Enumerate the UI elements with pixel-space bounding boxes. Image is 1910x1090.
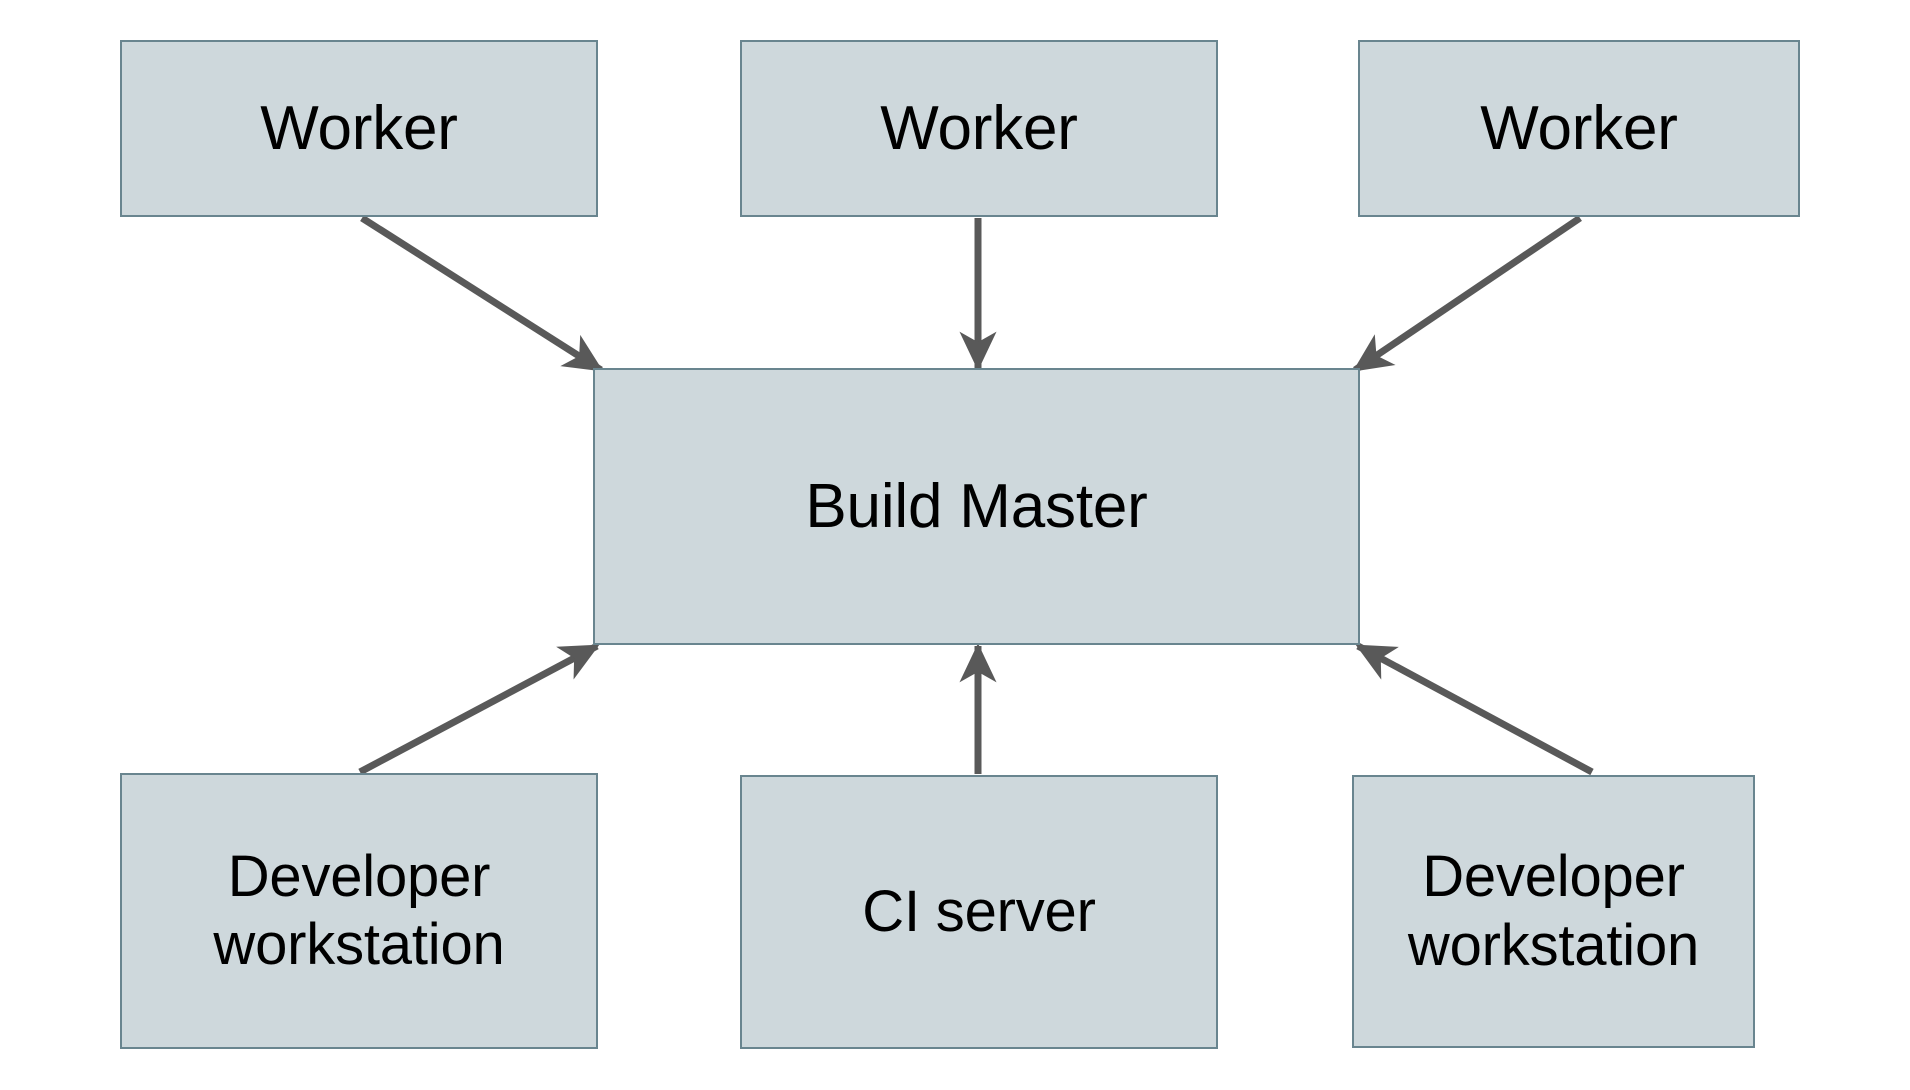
node-worker-center[interactable]: Worker: [740, 40, 1218, 217]
edge-dev-right-to-master: [1355, 642, 1594, 776]
node-label: Worker: [260, 93, 458, 163]
edge-dev-left-to-master: [358, 642, 600, 776]
edge-worker-left-to-master: [360, 215, 604, 373]
node-worker-right[interactable]: Worker: [1358, 40, 1800, 217]
node-developer-workstation-right[interactable]: Developer workstation: [1352, 775, 1755, 1048]
node-label: Worker: [880, 93, 1078, 163]
node-build-master[interactable]: Build Master: [593, 368, 1360, 645]
node-ci-server[interactable]: CI server: [740, 775, 1218, 1049]
node-label: Developer workstation: [213, 843, 505, 977]
node-label: CI server: [862, 878, 1096, 944]
node-developer-workstation-left[interactable]: Developer workstation: [120, 773, 598, 1049]
node-label: Build Master: [805, 471, 1148, 541]
node-label: Worker: [1480, 93, 1678, 163]
node-worker-left[interactable]: Worker: [120, 40, 598, 217]
edge-worker-right-to-master: [1352, 215, 1582, 373]
node-label: Developer workstation: [1407, 844, 1700, 978]
